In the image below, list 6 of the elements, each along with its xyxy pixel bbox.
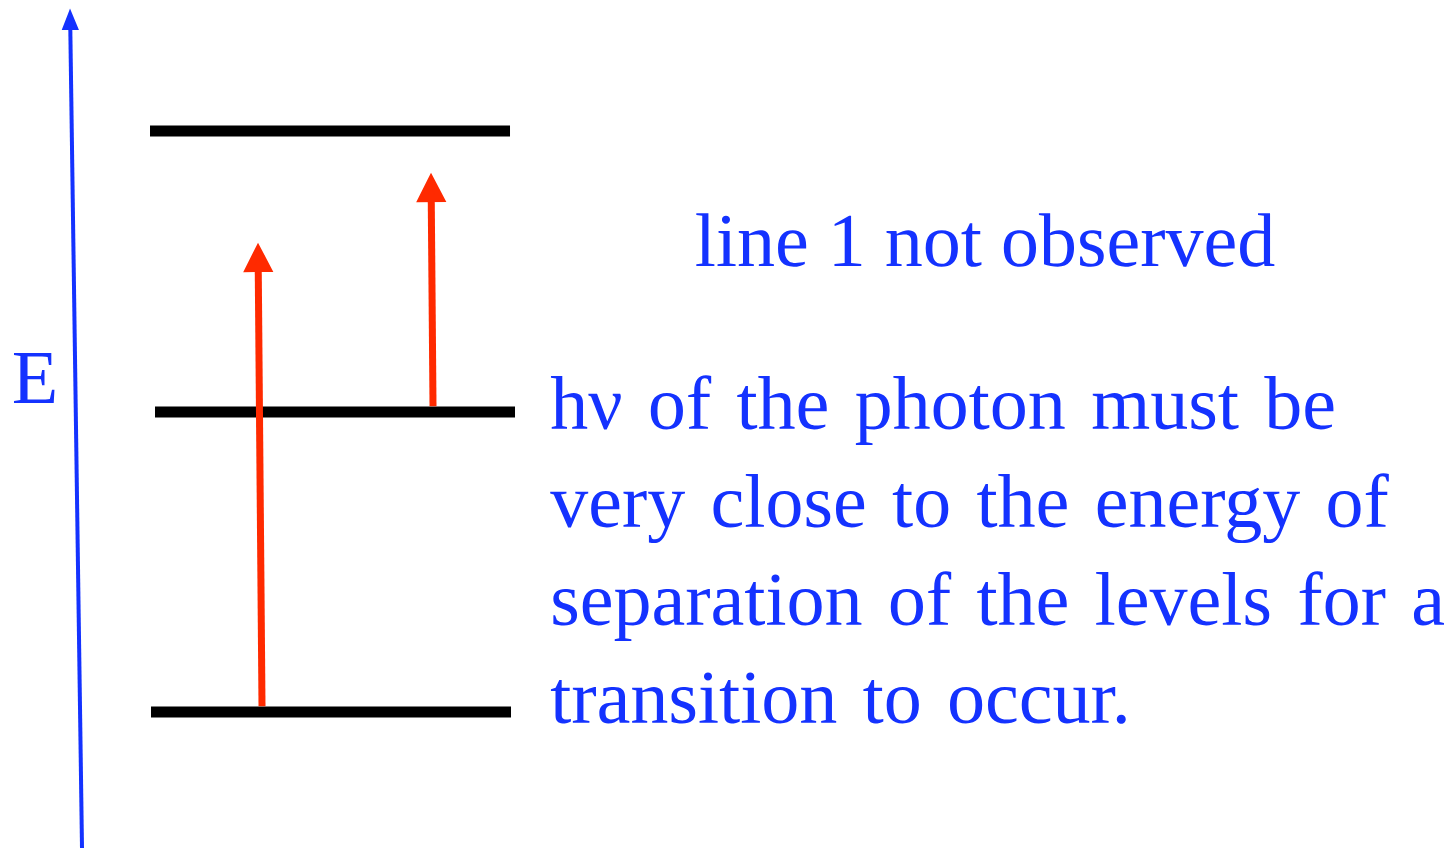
note-text: hν of the photon must be very close to the energy of separation of the levels for a transition to occur.	[550, 375, 1444, 724]
energy-level	[150, 125, 510, 137]
note-text: line 1 not observed	[696, 213, 1275, 267]
energy-level	[155, 406, 515, 418]
axis-label: E	[14, 353, 55, 403]
energy-level	[151, 706, 511, 718]
